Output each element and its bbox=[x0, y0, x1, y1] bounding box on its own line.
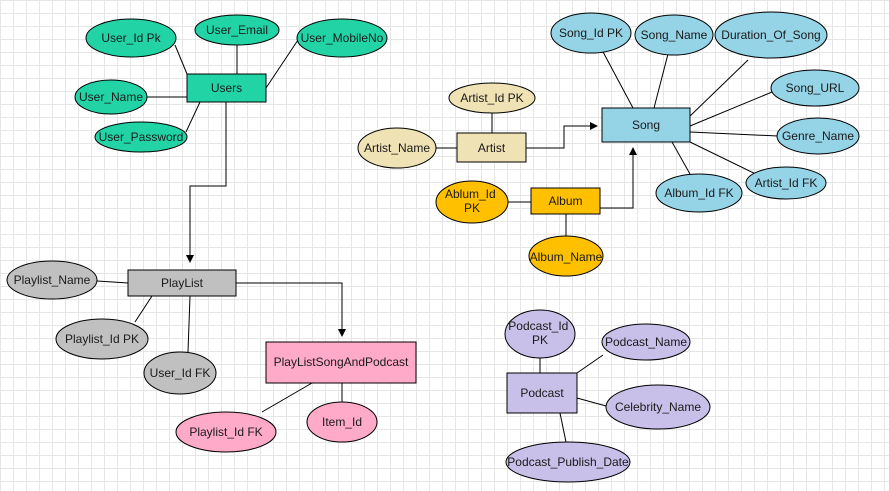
attr-psp-item-id-label: Item_Id bbox=[322, 415, 362, 429]
attr-album-name[interactable]: Album_Name bbox=[528, 235, 604, 277]
edge-album-to-song bbox=[600, 147, 637, 209]
artist-box bbox=[456, 132, 527, 163]
edge-podcast-publish-date bbox=[559, 412, 567, 443]
podcast-box bbox=[506, 372, 578, 414]
edge-users-to-playlist bbox=[186, 102, 227, 263]
attr-podcast-publish-date[interactable]: Podcast_Publish_Date bbox=[505, 441, 631, 483]
users-box bbox=[186, 73, 267, 103]
attr-song-artist-id[interactable]: Artist_Id FK bbox=[745, 166, 827, 200]
edge-song-name bbox=[653, 53, 669, 109]
attr-psp-playlist-id-label: Playlist_Id FK bbox=[189, 425, 262, 439]
attr-album-id-line2: PK bbox=[464, 201, 480, 215]
edge-users-user-password bbox=[185, 101, 201, 133]
attr-user-password-label: User_Password bbox=[99, 130, 184, 144]
attr-song-genre-label: Genre_Name bbox=[782, 129, 854, 143]
playlist-box bbox=[127, 269, 237, 297]
edge-psp-playlist-id bbox=[261, 382, 313, 413]
attr-user-id[interactable]: User_Id Pk bbox=[85, 18, 177, 58]
attr-playlist-user-id-label: User_Id FK bbox=[150, 366, 211, 380]
attr-podcast-id-label: Podcast_Id PK bbox=[508, 319, 571, 347]
attr-user-email-label: User_Email bbox=[206, 23, 268, 37]
users-label: Users bbox=[211, 81, 242, 95]
entity-podcast[interactable]: Podcast bbox=[506, 372, 578, 414]
entity-song[interactable]: Song bbox=[601, 107, 691, 143]
attr-playlist-name-label: Playlist_Name bbox=[14, 273, 91, 287]
edge-song-genre bbox=[689, 131, 779, 137]
attr-song-album-id-label: Album_Id FK bbox=[664, 186, 733, 200]
connectors bbox=[96, 39, 779, 443]
attr-user-mobileno-label: User_MobileNo bbox=[301, 31, 384, 45]
edge-song-duration bbox=[687, 59, 749, 119]
attr-podcast-id[interactable]: Podcast_Id PK bbox=[504, 309, 576, 359]
attr-playlist-id-label: Playlist_Id PK bbox=[65, 332, 139, 346]
attr-user-email[interactable]: User_Email bbox=[194, 14, 280, 46]
attr-user-name[interactable]: User_Name bbox=[74, 79, 148, 115]
edge-song-id bbox=[601, 49, 634, 109]
attr-podcast-id-line2: PK bbox=[532, 333, 548, 347]
attr-album-id[interactable]: Ablum_Id PK bbox=[435, 180, 509, 224]
attr-playlist-name[interactable]: Playlist_Name bbox=[6, 260, 98, 300]
attr-song-name-label: Song_Name bbox=[641, 28, 708, 42]
attr-song-id-label: Song_Id PK bbox=[559, 26, 623, 40]
entity-playlistsongandpodcast[interactable]: PlayListSongAndPodcast bbox=[265, 341, 417, 384]
edge-users-user-mobileno bbox=[265, 39, 299, 89]
artist-label: Artist bbox=[478, 141, 506, 155]
entity-album[interactable]: Album bbox=[530, 187, 601, 215]
attr-song-name[interactable]: Song_Name bbox=[634, 14, 714, 56]
attr-podcast-celebrity-label: Celebrity_Name bbox=[615, 400, 701, 414]
attr-artist-id-label: Artist_Id PK bbox=[460, 91, 523, 105]
edge-playlist-name bbox=[96, 280, 129, 284]
attr-artist-id[interactable]: Artist_Id PK bbox=[448, 82, 536, 114]
edge-playlist-id bbox=[134, 295, 153, 323]
attr-song-genre[interactable]: Genre_Name bbox=[776, 117, 860, 155]
edge-song-album-id bbox=[671, 141, 691, 175]
edge-playlist-to-psp bbox=[236, 282, 346, 337]
playlist-label: PlayList bbox=[161, 276, 204, 290]
attr-playlist-id[interactable]: Playlist_Id PK bbox=[55, 318, 149, 360]
attr-playlist-user-id[interactable]: User_Id FK bbox=[143, 351, 217, 395]
album-box bbox=[530, 187, 601, 215]
entity-users[interactable]: Users bbox=[186, 73, 267, 103]
song-box bbox=[601, 107, 691, 143]
attr-song-url-label: Song_URL bbox=[786, 81, 845, 95]
playlistsongandpodcast-label: PlayListSongAndPodcast bbox=[274, 355, 409, 369]
attr-user-name-label: User_Name bbox=[79, 90, 143, 104]
entity-artist[interactable]: Artist bbox=[456, 132, 527, 163]
attr-song-artist-id-label: Artist_Id FK bbox=[755, 176, 818, 190]
attr-song-id[interactable]: Song_Id PK bbox=[550, 12, 632, 54]
podcast-label: Podcast bbox=[520, 386, 564, 400]
attr-song-duration[interactable]: Duration_Of_Song bbox=[714, 11, 828, 59]
attr-podcast-id-line1: Podcast_Id bbox=[508, 319, 568, 333]
edge-users-user-id bbox=[174, 44, 188, 75]
attr-album-id-label: Ablum_Id PK bbox=[445, 187, 499, 215]
attr-song-album-id[interactable]: Album_Id FK bbox=[655, 173, 743, 213]
attr-podcast-celebrity[interactable]: Celebrity_Name bbox=[605, 384, 711, 430]
attr-user-id-label: User_Id Pk bbox=[101, 31, 161, 45]
song-label: Song bbox=[632, 118, 660, 132]
edge-podcast-name bbox=[576, 354, 604, 374]
attr-album-id-line1: Ablum_Id bbox=[445, 187, 496, 201]
attr-artist-name-label: Artist_Name bbox=[364, 141, 430, 155]
edge-playlist-user-id bbox=[187, 295, 191, 353]
attr-song-url[interactable]: Song_URL bbox=[770, 69, 860, 107]
edge-song-url bbox=[689, 91, 773, 127]
playlistsongandpodcast-box bbox=[265, 341, 417, 384]
edge-podcast-celebrity bbox=[576, 397, 607, 407]
attr-psp-playlist-id[interactable]: Playlist_Id FK bbox=[175, 411, 277, 453]
attr-psp-item-id[interactable]: Item_Id bbox=[306, 401, 378, 443]
attr-artist-name[interactable]: Artist_Name bbox=[357, 127, 437, 169]
attr-album-name-label: Album_Name bbox=[530, 250, 603, 264]
attr-user-password[interactable]: User_Password bbox=[94, 121, 188, 153]
entity-playlist[interactable]: PlayList bbox=[127, 269, 237, 297]
album-label: Album bbox=[548, 194, 582, 208]
attr-user-mobileno[interactable]: User_MobileNo bbox=[296, 18, 388, 58]
attr-podcast-publish-date-label: Podcast_Publish_Date bbox=[507, 455, 629, 469]
attr-podcast-name-label: Podcast_Name bbox=[605, 335, 687, 349]
attr-song-duration-label: Duration_Of_Song bbox=[721, 28, 820, 42]
attr-podcast-name[interactable]: Podcast_Name bbox=[601, 323, 691, 361]
edge-artist-to-song bbox=[526, 122, 598, 149]
